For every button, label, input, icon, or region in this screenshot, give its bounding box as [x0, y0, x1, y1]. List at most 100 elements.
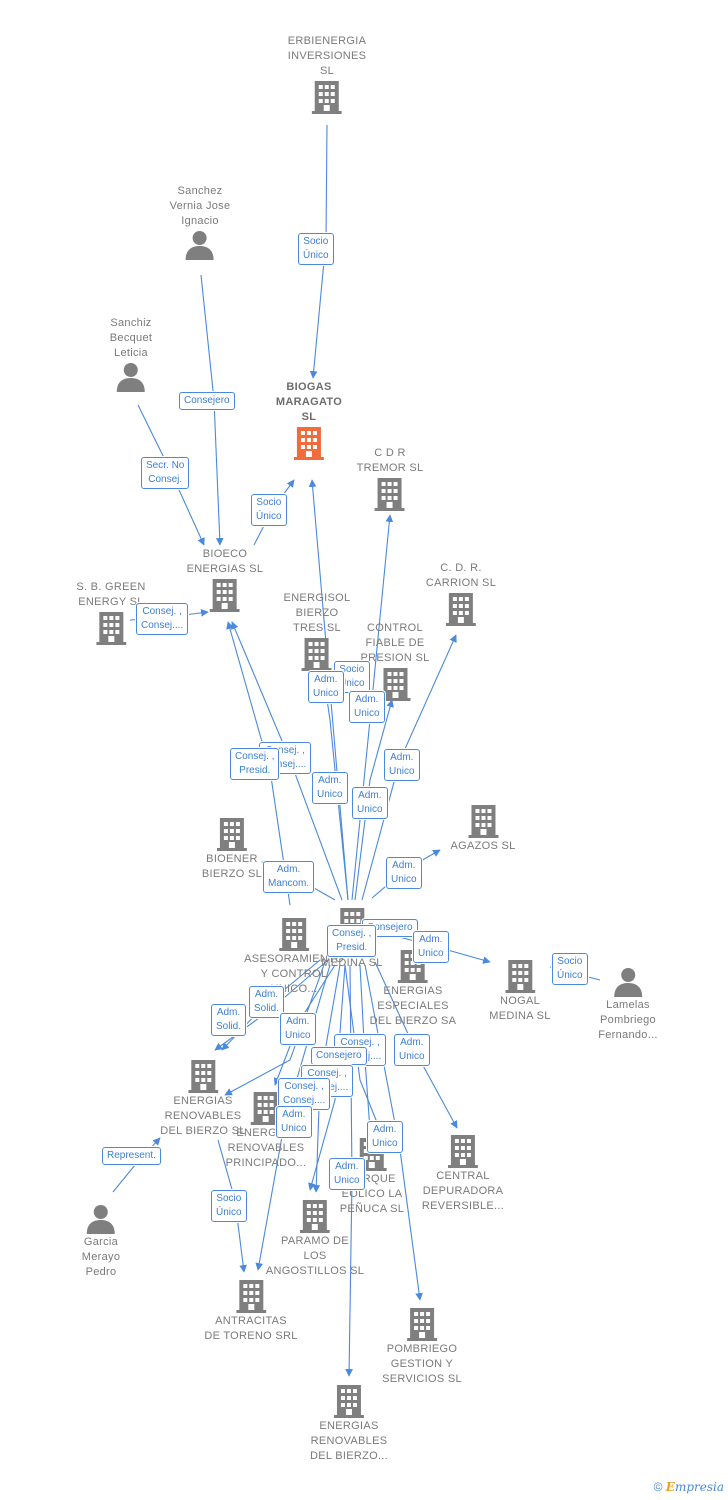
- node-label: C D R TREMOR SL: [356, 447, 424, 474]
- node-label: ENERGIAS RENOVABLES DEL BIERZO SL: [160, 1095, 246, 1137]
- relation-tag[interactable]: Adm. Unico: [349, 691, 385, 723]
- node-cdr-tremor[interactable]: C D R TREMOR SL: [357, 446, 424, 512]
- building-icon: [446, 593, 476, 626]
- node-label: BIOENER BIERZO SL: [201, 853, 263, 880]
- node-agazos[interactable]: AGAZOS SL: [450, 803, 515, 854]
- node-garcia[interactable]: Garcia Merayo Pedro: [82, 1203, 120, 1280]
- relation-tag[interactable]: Socio Único: [211, 1190, 247, 1222]
- relation-tag[interactable]: Represent.: [102, 1147, 161, 1165]
- node-bioener[interactable]: BIOENER BIERZO SL: [202, 816, 262, 882]
- node-pombriego[interactable]: POMBRIEGO GESTION Y SERVICIOS SL: [382, 1306, 462, 1387]
- relation-tag[interactable]: Adm. Solid.: [249, 986, 285, 1018]
- node-erbienergia[interactable]: ERBIENERGIA INVERSIONES SL: [288, 34, 367, 115]
- node-label: BIOGAS MARAGATO SL: [275, 381, 343, 423]
- building-icon: [504, 960, 535, 993]
- node-lamelas[interactable]: Lamelas Pombriego Fernando...: [598, 966, 658, 1043]
- building-icon: [301, 638, 332, 671]
- edge-medina-renovables-c: [224, 961, 326, 1096]
- person-icon: [86, 1205, 115, 1234]
- node-label: C. D. R. CARRION SL: [425, 562, 497, 589]
- node-label: Sanchiz Becquet Leticia: [109, 317, 153, 359]
- relation-tag[interactable]: Consejero: [179, 392, 235, 410]
- node-label: MEDINA SL: [321, 957, 383, 969]
- relation-tag[interactable]: Adm. Unico: [386, 857, 422, 889]
- node-label: NOGAL MEDINA SL: [489, 995, 551, 1022]
- node-label: PARAMO DE LOS ANGOSTILLOS SL: [265, 1235, 365, 1277]
- node-label: CENTRAL DEPURADORA REVERSIBLE...: [421, 1170, 505, 1212]
- brand-logo: Empresia: [665, 1480, 724, 1494]
- node-cdr-carrion[interactable]: C. D. R. CARRION SL: [426, 561, 496, 627]
- building-icon: [235, 1280, 266, 1313]
- node-label: ENERGIAS ESPECIALES DEL BIERZO SA: [369, 985, 457, 1027]
- node-paramo[interactable]: PARAMO DE LOS ANGOSTILLOS SL: [266, 1198, 364, 1279]
- node-medina[interactable]: MEDINA SL: [321, 906, 382, 971]
- node-renovables-principado[interactable]: ENERGIAS RENOVABLES PRINCIPADO...: [226, 1090, 307, 1171]
- node-sanchez-vernia[interactable]: Sanchez Vernia Jose Ignacio: [170, 184, 231, 261]
- building-icon: [468, 805, 499, 838]
- building-icon: [380, 668, 410, 701]
- relation-tag[interactable]: Socio Único: [552, 953, 588, 985]
- edge-medina-central-b: [344, 964, 382, 1131]
- relation-tag[interactable]: Adm. Unico: [352, 787, 388, 819]
- node-central[interactable]: CENTRAL DEPURADORA REVERSIBLE...: [422, 1133, 504, 1214]
- relation-tag[interactable]: Adm. Unico: [308, 671, 344, 703]
- edge-medina-control: [354, 699, 394, 901]
- relation-tag[interactable]: Adm. Unico: [329, 1158, 365, 1190]
- building-icon: [216, 818, 247, 851]
- building-icon: [333, 1385, 364, 1418]
- node-control-fiable[interactable]: CONTROL FIABLE DE PRESION SL: [360, 621, 429, 702]
- empresia-watermark[interactable]: © Empresia: [654, 1480, 724, 1494]
- relation-tag[interactable]: Socio Único: [251, 494, 287, 526]
- relation-tag[interactable]: Adm. Unico: [384, 749, 420, 781]
- building-icon: [312, 81, 342, 114]
- node-label: ENERGISOL BIERZO TRES SL: [283, 592, 351, 634]
- node-label: Garcia Merayo Pedro: [81, 1236, 121, 1278]
- relation-tag[interactable]: Consej. , Presid.: [230, 748, 280, 780]
- node-renovables-bierzo[interactable]: ENERGIAS RENOVABLES DEL BIERZO SL: [160, 1058, 245, 1139]
- node-antracitas[interactable]: ANTRACITAS DE TORENO SRL: [204, 1278, 297, 1344]
- building-icon: [448, 1135, 478, 1168]
- node-label: Lamelas Pombriego Fernando...: [598, 999, 658, 1041]
- node-biogas-focus[interactable]: BIOGAS MARAGATO SL: [276, 380, 342, 461]
- relation-tag[interactable]: Consej. , Presid.: [327, 925, 377, 957]
- edge-medina-paramo-b: [308, 964, 346, 1191]
- node-label: CONTROL FIABLE DE PRESION SL: [360, 622, 430, 664]
- node-sanchiz[interactable]: Sanchiz Becquet Leticia: [110, 316, 152, 393]
- relation-tag[interactable]: Adm. Mancom.: [263, 861, 315, 893]
- node-bioeco[interactable]: BIOECO ENERGIAS SL: [187, 547, 264, 613]
- relation-tag[interactable]: Secr. No Consej.: [141, 457, 190, 489]
- relation-tag[interactable]: Adm. Unico: [413, 931, 449, 963]
- node-nogal[interactable]: NOGAL MEDINA SL: [489, 958, 550, 1024]
- node-label: AGAZOS SL: [450, 840, 516, 852]
- node-label: ERBIENERGIA INVERSIONES SL: [287, 35, 367, 77]
- building-icon: [375, 478, 405, 511]
- node-label: ANTRACITAS DE TORENO SRL: [204, 1315, 298, 1342]
- node-renovables-bierzo-2[interactable]: ENERGIAS RENOVABLES DEL BIERZO...: [310, 1383, 388, 1464]
- building-icon: [278, 918, 309, 951]
- relation-tag[interactable]: Adm. Unico: [280, 1013, 316, 1045]
- person-icon: [614, 968, 642, 997]
- building-icon: [95, 612, 126, 645]
- relation-tag[interactable]: Adm. Unico: [312, 772, 348, 804]
- relation-tag[interactable]: Consejero: [311, 1047, 367, 1065]
- edge-sanchez-bioeco: [200, 274, 224, 546]
- node-label: Sanchez Vernia Jose Ignacio: [169, 185, 231, 227]
- person-icon: [117, 363, 145, 392]
- relation-tag[interactable]: Adm. Unico: [394, 1034, 430, 1066]
- relation-tag[interactable]: Socio Único: [298, 233, 334, 265]
- node-label: BIOECO ENERGIAS SL: [186, 548, 264, 575]
- relation-tag[interactable]: Consej. , Consej....: [136, 603, 189, 635]
- node-energisol[interactable]: ENERGISOL BIERZO TRES SL: [284, 591, 351, 672]
- building-icon: [299, 1200, 330, 1233]
- building-icon: [294, 427, 324, 460]
- building-icon: [188, 1060, 218, 1093]
- copyright-symbol: ©: [653, 1480, 663, 1494]
- relation-tag[interactable]: Adm. Unico: [276, 1106, 312, 1138]
- node-energias-especiales[interactable]: ENERGIAS ESPECIALES DEL BIERZO SA: [370, 948, 457, 1029]
- relation-tag[interactable]: Adm. Solid.: [211, 1004, 247, 1036]
- building-icon: [406, 1308, 437, 1341]
- person-icon: [185, 231, 214, 260]
- relation-tag[interactable]: Adm. Unico: [367, 1121, 403, 1153]
- relation-tag[interactable]: Consej. , Consej....: [278, 1078, 331, 1110]
- node-sb-green[interactable]: S. B. GREEN ENERGY SL: [76, 580, 145, 646]
